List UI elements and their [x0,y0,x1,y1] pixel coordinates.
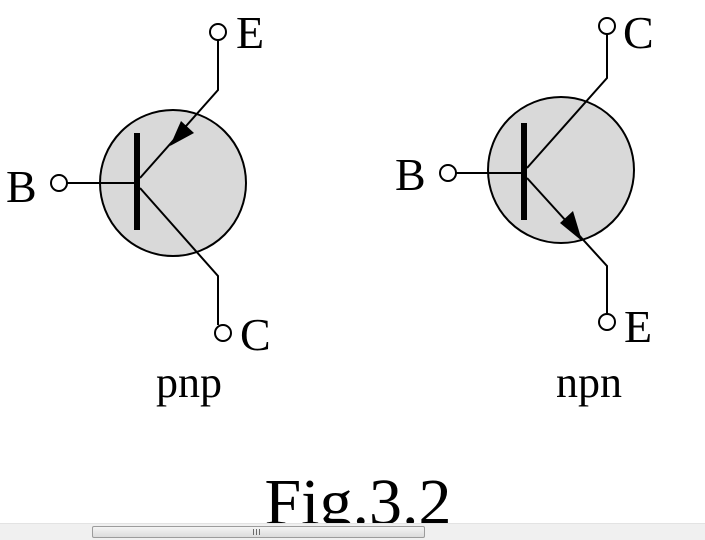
pnp-collector-label: C [240,309,271,360]
pnp-emitter-lead [139,40,219,179]
npn-collector-terminal [598,17,616,35]
scrollbar-thumb[interactable] [92,526,425,538]
npn-base-terminal [439,164,457,182]
pnp-emitter-arrow [170,121,194,146]
pnp-collector-lead [139,187,219,325]
pnp-emitter-label: E [236,7,264,58]
pnp-type-label: pnp [156,358,222,407]
npn-collector-label: C [623,7,654,58]
npn-body-circle [487,96,635,244]
npn-base-label: B [395,149,426,200]
npn-emitter-label: E [624,301,652,352]
npn-transistor-symbol: C B E npn [395,7,654,407]
pnp-emitter-terminal [209,23,227,41]
pnp-transistor-symbol: E B C pnp [6,7,271,407]
npn-emitter-arrow [560,211,582,241]
npn-collector-lead [526,34,608,169]
grip-lines-icon [253,529,262,535]
pnp-collector-terminal [214,324,232,342]
npn-emitter-lead [526,177,608,314]
pnp-base-label: B [6,161,37,212]
npn-type-label: npn [556,358,622,407]
pnp-base-terminal [50,174,68,192]
npn-emitter-terminal [598,313,616,331]
horizontal-scrollbar[interactable] [0,523,705,540]
